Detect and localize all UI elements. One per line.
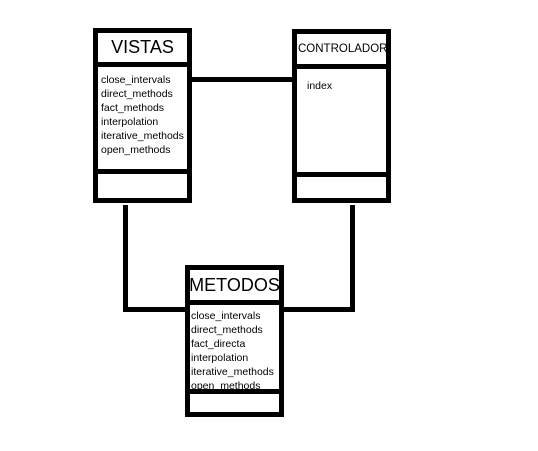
attribute-item: index — [307, 80, 333, 92]
attribute-item: iterative_methods — [191, 366, 274, 378]
attribute-item: interpolation — [101, 116, 159, 128]
attribute-item: iterative_methods — [101, 130, 184, 142]
attribute-item: fact_methods — [101, 102, 165, 114]
attribute-item: close_intervals — [191, 310, 261, 322]
class-operations — [190, 394, 279, 412]
connector-vistas-metodos-horizontal — [123, 307, 187, 312]
class-attributes: close_intervals direct_methods fact_dire… — [190, 305, 279, 394]
attribute-item: direct_methods — [101, 88, 173, 100]
attribute-item: open_methods — [101, 144, 171, 156]
connector-controlador-metodos-horizontal — [282, 307, 355, 312]
class-attributes: index — [297, 69, 386, 177]
class-name: VISTAS — [98, 33, 187, 67]
class-box-metodos[interactable]: METODOS close_intervals direct_methods f… — [185, 265, 284, 417]
connector-controlador-metodos-vertical — [350, 205, 355, 312]
connector-vistas-metodos-vertical — [123, 205, 128, 312]
connector-vistas-controlador — [192, 77, 292, 82]
attribute-item: close_intervals — [101, 74, 171, 86]
class-operations — [98, 174, 187, 198]
class-operations — [297, 177, 386, 198]
class-box-controlador[interactable]: CONTROLADOR index — [292, 29, 391, 203]
attribute-item: interpolation — [191, 352, 249, 364]
class-name: METODOS — [190, 270, 279, 305]
attribute-item: fact_directa — [191, 338, 246, 350]
class-box-vistas[interactable]: VISTAS close_intervals direct_methods fa… — [93, 28, 192, 203]
attribute-item: open_methods — [191, 380, 261, 392]
attribute-item: direct_methods — [191, 324, 263, 336]
class-name: CONTROLADOR — [297, 34, 386, 69]
class-attributes: close_intervals direct_methods fact_meth… — [98, 67, 187, 174]
